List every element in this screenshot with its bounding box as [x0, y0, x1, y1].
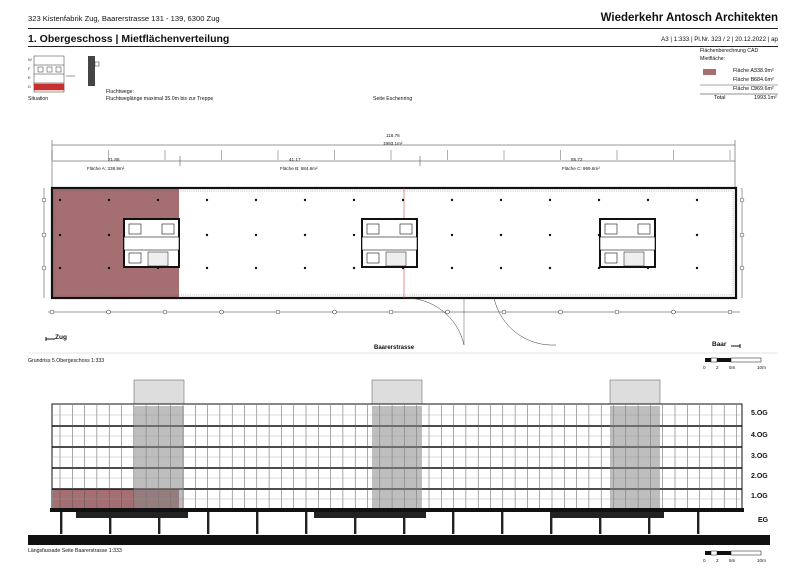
floor-4og: 4.OG	[751, 432, 768, 439]
street-label: Baarerstrasse	[374, 345, 415, 351]
segment-c-length: 55.72	[571, 157, 583, 162]
building-outline	[50, 186, 738, 300]
scale-facade-2: 2	[716, 558, 719, 563]
shop-front-3	[552, 512, 664, 518]
arrow-zug	[45, 337, 55, 341]
scale-plan-2: 2	[716, 365, 719, 370]
situation-row-w: W	[28, 57, 32, 62]
stair-core-facade-2	[372, 406, 422, 508]
stair-core-facade-3	[610, 406, 660, 508]
scale-plan-10: 10m	[757, 365, 766, 370]
segment-b-area: Fläche B: 684.6m²	[280, 166, 318, 171]
area-row-a-label: Fläche A:	[733, 68, 756, 74]
sheet-meta: A3 | 1:333 | Pl.Nr. 323 / 2 | 20.12.2022…	[661, 36, 778, 43]
situation-diagram	[33, 55, 100, 93]
segment-b-length: 41.17	[289, 157, 301, 162]
plan-caption: Grundriss 5.Obergeschoss 1:333	[28, 358, 105, 364]
arrow-baar	[731, 344, 741, 348]
escape-title: Fluchtwege:	[106, 89, 134, 95]
scale-facade-5: 5m	[729, 558, 736, 563]
area-row-c-value: 969.6m²	[754, 86, 774, 92]
grid-markers	[41, 150, 745, 315]
situation-label: Situation	[28, 96, 49, 102]
floor-3og: 3.OG	[751, 453, 768, 460]
entry-arc-right	[403, 297, 465, 346]
direction-zug: Zug	[55, 334, 67, 341]
project-address: 323 Kistenfabrik Zug, Baarerstrasse 131 …	[28, 14, 220, 23]
core-139	[599, 218, 656, 268]
area-row-a-value: 338.9m²	[754, 68, 774, 74]
escape-text: Fluchtweglänge maximal 35.0m bis zur Tre…	[106, 96, 214, 102]
area-row-b-label: Fläche B:	[733, 77, 756, 83]
floor-1og: 1.OG	[751, 493, 768, 500]
area-table-subtitle: Mietfläche:	[700, 56, 726, 62]
segment-a-area: Fläche A: 338.9m²	[87, 166, 125, 171]
area-total-value: 1993.1m²	[754, 95, 777, 101]
situation-row-f: F	[28, 66, 31, 71]
shop-front-1	[76, 512, 188, 518]
entry-arc-left	[493, 297, 557, 346]
column-grid	[58, 198, 699, 270]
core-135	[361, 218, 418, 268]
header-rule	[28, 28, 778, 29]
core-131	[123, 218, 180, 268]
shop-front-2	[314, 512, 426, 518]
direction-baar: Baar	[712, 341, 727, 348]
overall-length: 118.76	[386, 133, 400, 138]
floor-2og: 2.OG	[751, 473, 768, 480]
scale-plan-5: 5m	[729, 365, 736, 370]
segment-c-area: Fläche C: 969.6m²	[562, 166, 600, 171]
segment-a-length: 21.86	[108, 157, 120, 162]
floor-5og: 5.OG	[751, 410, 768, 417]
side-label: Seite Eschenring	[373, 96, 413, 102]
scale-plan-0: 0	[703, 365, 706, 370]
scale-facade-10: 10m	[757, 558, 766, 563]
area-swatch-a	[703, 69, 716, 75]
facade-caption: Längsfassade Seite Baarerstrasse 1:333	[28, 548, 122, 554]
slab-eg	[50, 508, 744, 512]
situation-row-e: E	[28, 75, 31, 80]
firm-name: Wiederkehr Antosch Architekten	[600, 12, 778, 24]
ground-line	[28, 535, 770, 545]
facade-elevation	[28, 379, 770, 545]
area-total-label: Total	[714, 95, 726, 101]
roof-structure-3	[609, 379, 661, 406]
area-table-title: Flächenberechnung CAD	[700, 48, 759, 54]
area-row-b-value: 684.6m²	[754, 77, 774, 83]
title-rule	[28, 46, 778, 47]
overall-area: 1993.1m²	[383, 141, 403, 146]
scale-bar-plan	[705, 357, 762, 363]
scale-bar-facade	[705, 550, 762, 556]
dimension-lines	[43, 140, 743, 313]
situation-row-d: D	[28, 84, 31, 89]
situation-highlight	[33, 83, 65, 91]
scale-facade-0: 0	[703, 558, 706, 563]
sheet-title: 1. Obergeschoss | Mietflächenverteilung	[28, 33, 230, 45]
area-row-c-label: Fläche C:	[733, 86, 757, 92]
floor-eg: EG	[758, 517, 769, 524]
stair-core-facade-1	[134, 406, 184, 508]
roof-structure-1	[133, 379, 185, 406]
roof-structure-2	[371, 379, 423, 406]
